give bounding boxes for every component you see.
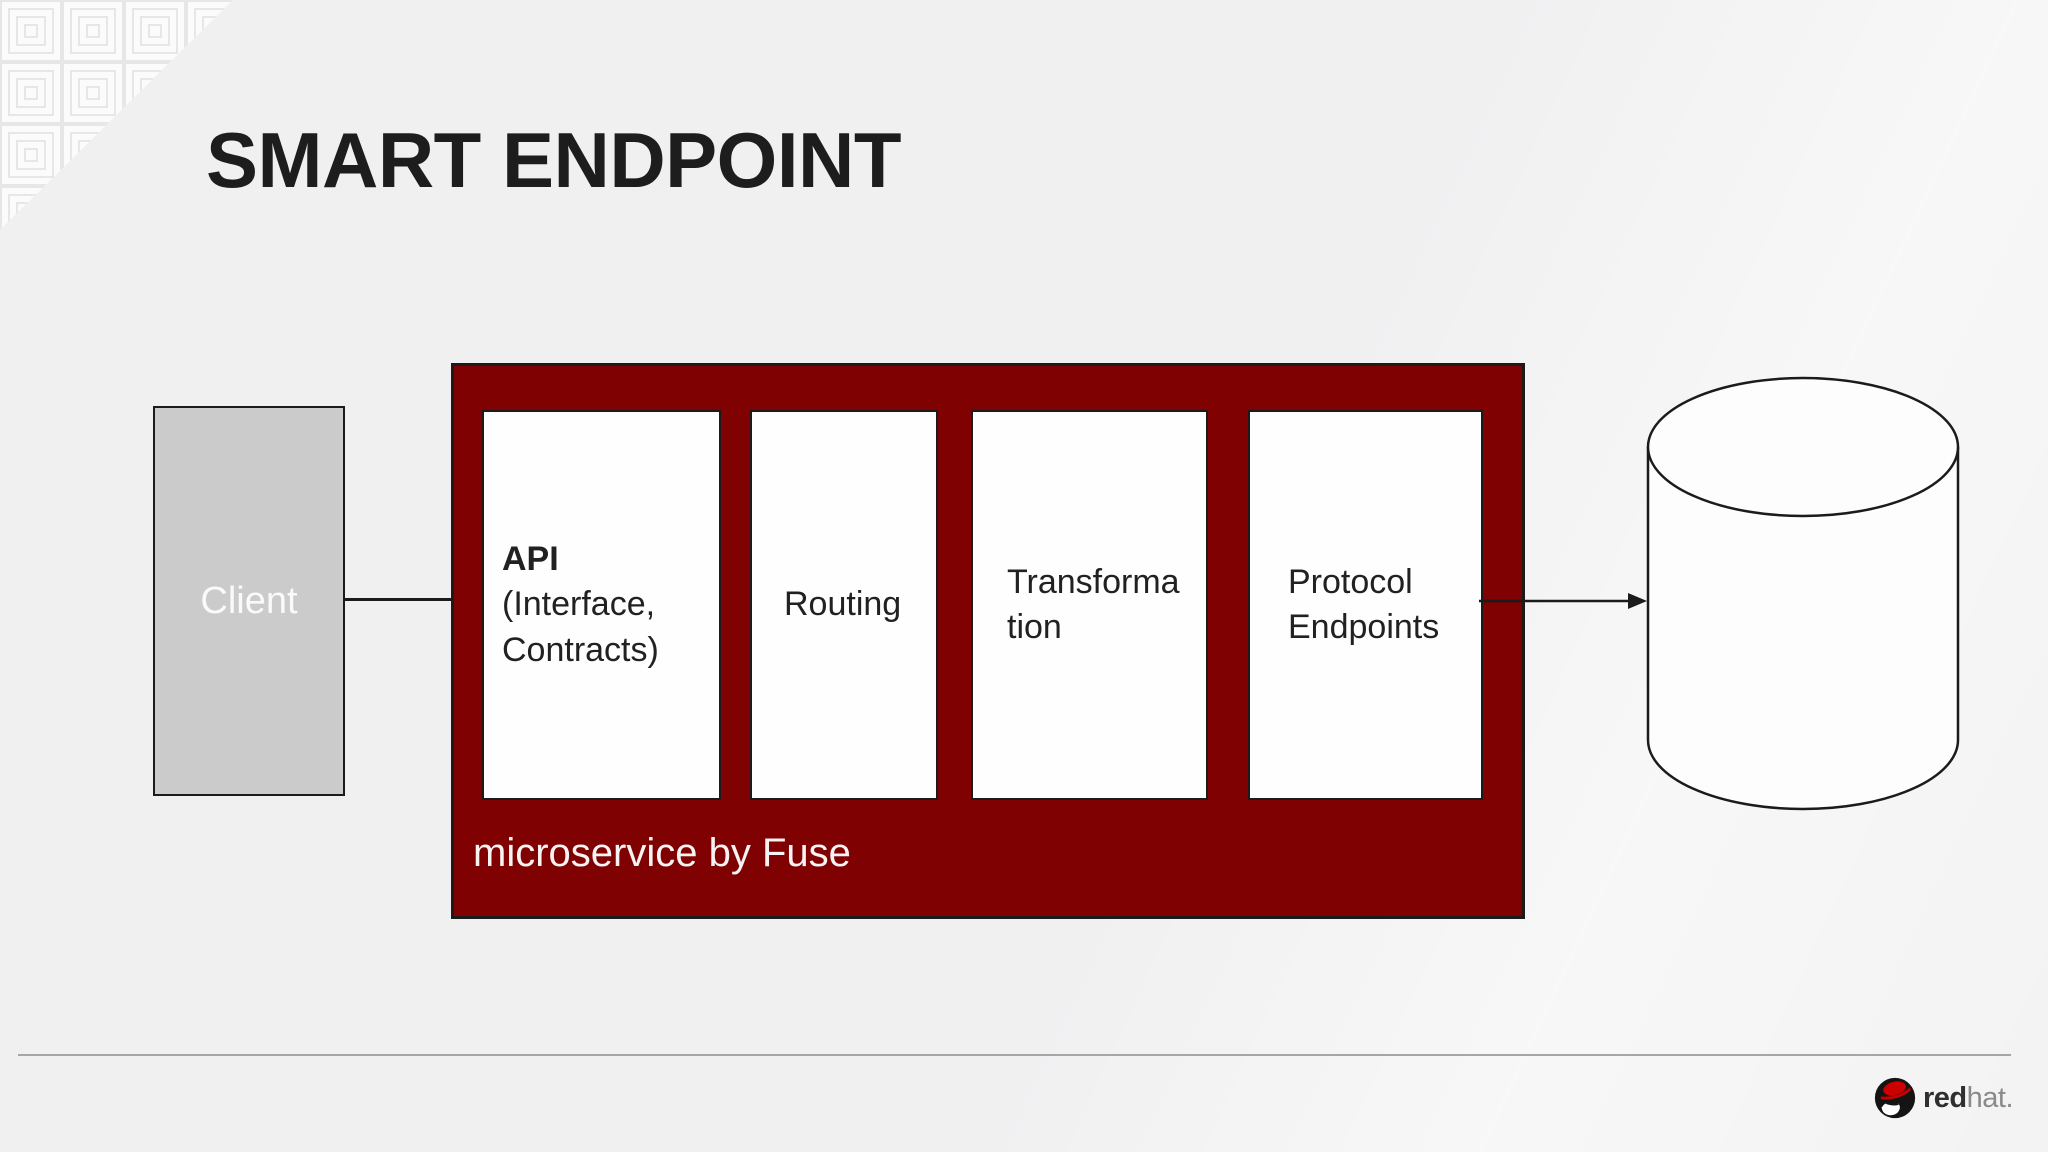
service-box-transformation: Transforma tion — [971, 410, 1208, 800]
api-box-text: (Interface, Contracts) — [502, 585, 659, 669]
api-box-title: API — [502, 540, 559, 579]
service-box-routing: Routing — [750, 410, 938, 800]
wordmark-red: red — [1923, 1081, 1967, 1114]
client-to-microservice-connector-line — [345, 598, 479, 601]
microservice-to-database-arrow — [1479, 593, 1647, 609]
redhat-wordmark: redhat. — [1923, 1081, 2014, 1115]
redhat-shadowman-icon — [1874, 1077, 1916, 1119]
service-box-protocol-endpoints: Protocol Endpoints — [1248, 410, 1483, 800]
nested-squares-svg — [0, 0, 233, 230]
redhat-logo: redhat. — [1872, 1074, 2014, 1122]
client-label: Client — [200, 579, 298, 622]
wordmark-hat: hat. — [1966, 1081, 2014, 1114]
microservice-container-label: microservice by Fuse — [473, 831, 851, 875]
microservice-container: API (Interface, Contracts) Routing Trans… — [451, 363, 1525, 919]
protocol-box-text: Protocol Endpoints — [1288, 562, 1440, 646]
service-box-api: API (Interface, Contracts) — [482, 410, 721, 800]
routing-box-text: Routing — [784, 585, 902, 624]
transformation-box-text: Transforma tion — [1007, 562, 1180, 646]
nested-squares-pattern-icon — [0, 0, 233, 230]
database-cylinder-icon — [1646, 376, 1960, 811]
footer-divider — [18, 1054, 2011, 1056]
client-box: Client — [153, 406, 345, 796]
page-title: SMART ENDPOINT — [206, 116, 902, 204]
